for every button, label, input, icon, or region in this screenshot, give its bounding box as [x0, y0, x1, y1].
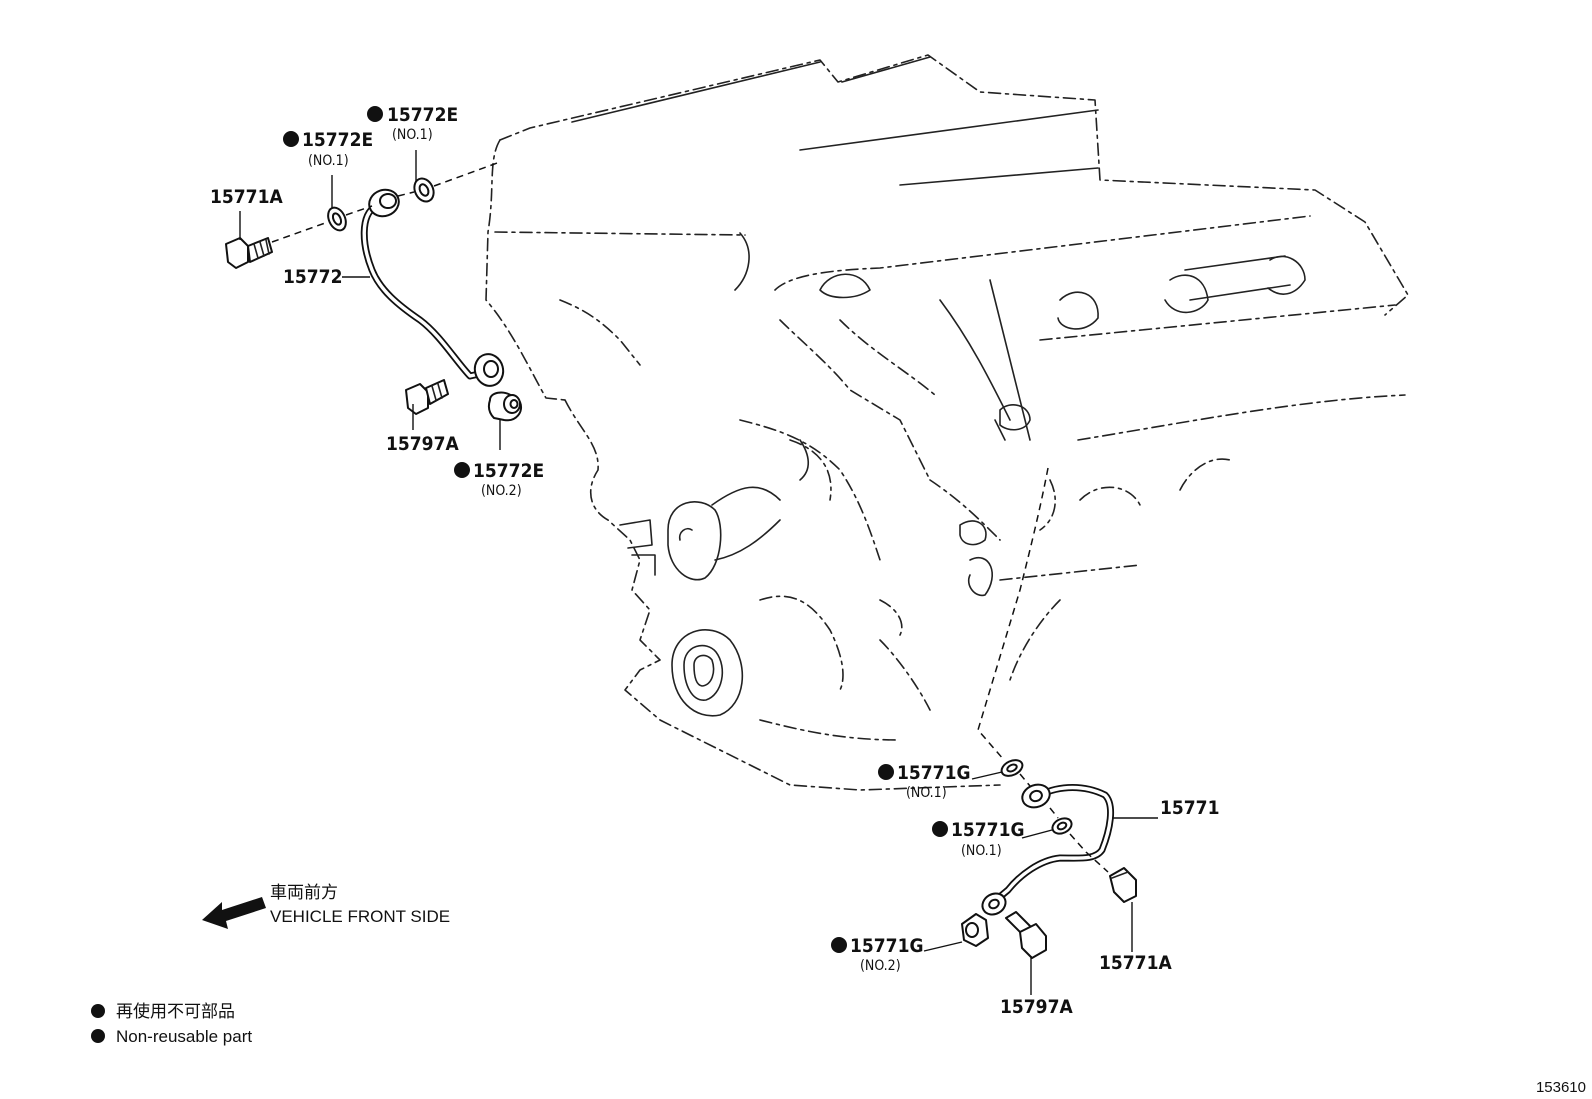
part-number: 15772E [302, 129, 373, 151]
callout-15771a-top: 15771A [210, 186, 283, 208]
non-reusable-marker [367, 106, 383, 122]
part-qualifier: (NO.2) [481, 483, 522, 499]
part-qualifier: (NO.1) [961, 843, 1002, 859]
non-reusable-marker [283, 131, 299, 147]
oil-pipe-15771-assembly [961, 467, 1137, 959]
callout-15771: 15771 [1160, 797, 1219, 819]
vehicle-front-label-en: VEHICLE FRONT SIDE [270, 907, 450, 926]
part-qualifier: (NO.2) [860, 958, 901, 974]
callout-15772e-top-left: 15772E (NO.1) [283, 129, 373, 169]
callout-15797a-top: 15797A [386, 433, 459, 455]
part-number: 15772E [473, 460, 544, 482]
non-reusable-marker [91, 1004, 105, 1018]
legend-line-jp: 再使用不可部品 [116, 1001, 235, 1021]
part-number: 15772E [387, 104, 458, 126]
front-arrow-icon [202, 897, 266, 929]
part-qualifier: (NO.1) [906, 785, 947, 801]
non-reusable-marker [454, 462, 470, 478]
callout-15772e-top-right: 15772E (NO.1) [367, 104, 458, 143]
part-number: 15771 [1160, 797, 1219, 819]
callout-15771g-upper: 15771G (NO.1) [878, 762, 971, 801]
part-number: 15797A [386, 433, 459, 455]
callout-15772e-no2: 15772E (NO.2) [454, 460, 544, 499]
part-number: 15771G [850, 935, 924, 957]
part-qualifier: (NO.1) [392, 127, 433, 143]
non-reusable-marker [831, 937, 847, 953]
non-reusable-marker [878, 764, 894, 780]
part-qualifier: (NO.1) [308, 153, 349, 169]
legend: 再使用不可部品 Non-reusable part [91, 1001, 252, 1046]
non-reusable-marker [91, 1029, 105, 1043]
vehicle-front-indicator: 車両前方 VEHICLE FRONT SIDE [202, 883, 450, 929]
part-number: 15771A [210, 186, 283, 208]
non-reusable-marker [932, 821, 948, 837]
part-number: 15771G [897, 762, 971, 784]
callout-15772: 15772 [283, 266, 342, 288]
leader-lines [239, 150, 1158, 995]
callout-15771g-mid: 15771G (NO.1) [932, 819, 1025, 859]
part-number: 15771G [951, 819, 1025, 841]
callout-15797a-bottom: 15797A [1000, 996, 1073, 1018]
vehicle-front-label-jp: 車両前方 [270, 883, 338, 902]
legend-line-en: Non-reusable part [116, 1027, 252, 1046]
part-number: 15771A [1099, 952, 1172, 974]
figure-number: 153610 [1536, 1079, 1586, 1096]
callout-15771a-bottom: 15771A [1099, 952, 1172, 974]
callout-15771g-no2: 15771G (NO.2) [831, 935, 924, 974]
part-number: 15797A [1000, 996, 1073, 1018]
part-number: 15772 [283, 266, 342, 288]
oil-pipe-15772-assembly [225, 161, 522, 422]
engine-outline [485, 54, 1409, 791]
